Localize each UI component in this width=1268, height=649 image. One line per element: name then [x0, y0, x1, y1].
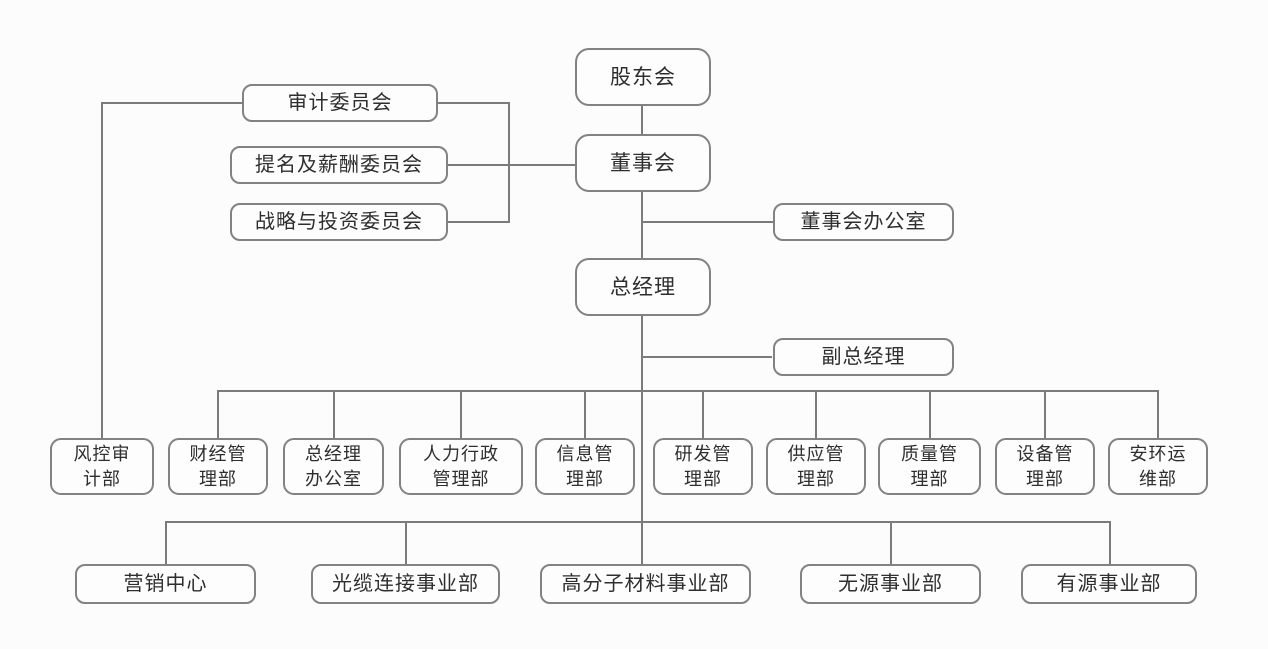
- org-node-finance-dept: 财经管 理部: [168, 438, 268, 495]
- connector-line: [890, 521, 892, 564]
- connector-line: [460, 390, 462, 438]
- org-node-shareholders: 股东会: [575, 48, 711, 106]
- connector-line: [165, 521, 167, 564]
- connector-line: [405, 521, 407, 564]
- org-node-polymer-bu: 高分子材料事业部: [540, 564, 751, 604]
- connector-line: [1044, 390, 1046, 438]
- org-node-board: 董事会: [575, 134, 711, 192]
- connector-line: [929, 390, 931, 438]
- connector-line: [641, 316, 643, 565]
- connector-line: [101, 102, 103, 438]
- connector-line: [641, 104, 643, 135]
- org-node-information-dept: 信息管 理部: [535, 438, 635, 495]
- org-node-board-office: 董事会办公室: [773, 203, 954, 241]
- org-node-hr-admin-dept: 人力行政 管理部: [399, 438, 523, 495]
- connector-line: [1109, 521, 1111, 564]
- connector-line: [217, 390, 1159, 392]
- connector-line: [1157, 390, 1159, 438]
- connector-line: [333, 390, 335, 438]
- connector-line: [447, 221, 510, 223]
- org-node-audit-committee: 审计委员会: [242, 84, 438, 122]
- connector-line: [217, 390, 219, 438]
- org-node-quality-dept: 质量管 理部: [878, 438, 981, 495]
- connector-line: [508, 102, 510, 223]
- org-node-equipment-dept: 设备管 理部: [995, 438, 1095, 495]
- connector-line: [642, 356, 772, 358]
- org-node-nomination-committee: 提名及薪酬委员会: [230, 146, 448, 184]
- org-node-strategy-committee: 战略与投资委员会: [230, 203, 448, 241]
- org-node-passive-bu: 无源事业部: [800, 564, 981, 604]
- connector-line: [702, 390, 704, 438]
- connector-line: [584, 390, 586, 438]
- org-node-deputy-gm: 副总经理: [773, 338, 954, 376]
- org-node-risk-audit-dept: 风控审 计部: [50, 438, 154, 495]
- connector-line: [447, 164, 575, 166]
- connector-line: [438, 102, 510, 104]
- org-node-safety-ops-dept: 安环运 维部: [1108, 438, 1208, 495]
- connector-line: [642, 221, 773, 223]
- org-node-active-bu: 有源事业部: [1021, 564, 1197, 604]
- org-node-general-manager: 总经理: [575, 258, 711, 316]
- connector-line: [165, 521, 1111, 523]
- org-node-marketing-center: 营销中心: [75, 564, 256, 604]
- org-node-supply-dept: 供应管 理部: [766, 438, 866, 495]
- org-node-rnd-dept: 研发管 理部: [653, 438, 753, 495]
- connector-line: [641, 191, 643, 258]
- org-node-optical-cable-bu: 光缆连接事业部: [311, 564, 500, 604]
- connector-line: [101, 102, 243, 104]
- org-node-gm-office: 总经理 办公室: [283, 438, 384, 495]
- connector-line: [815, 390, 817, 438]
